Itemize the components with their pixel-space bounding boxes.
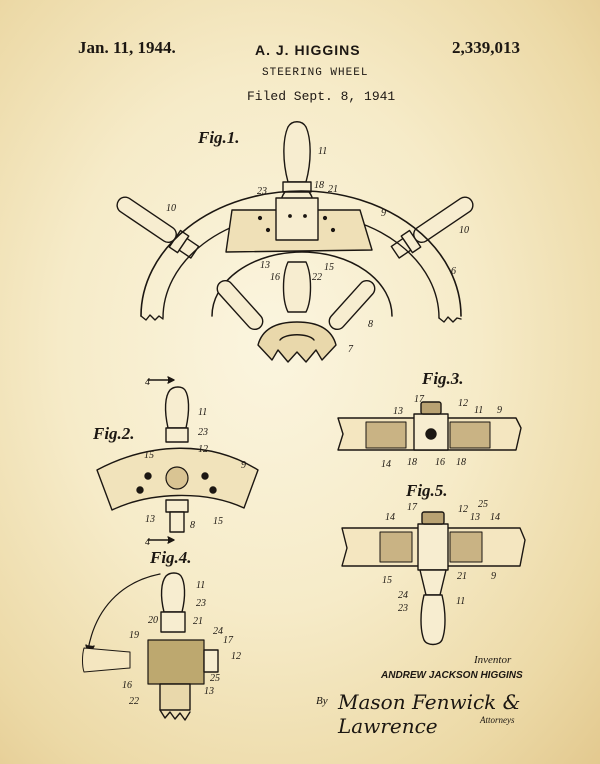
ref-fig5-11: 11	[456, 596, 465, 607]
ref-fig5-10: 23	[398, 603, 408, 614]
ref-fig2-4: 9	[241, 460, 246, 471]
ref-fig2-9: 4	[145, 537, 150, 548]
ref-fig1-8: 16	[270, 272, 280, 283]
ref-fig2-8: 8	[190, 520, 195, 531]
ref-fig5-1: 25	[478, 499, 488, 510]
ref-fig5-4: 14	[385, 512, 395, 523]
attorney-signature: Mason Fenwick & Lawrence	[338, 690, 521, 738]
patent-number: 2,339,013	[452, 38, 520, 57]
ref-fig3-5: 14	[381, 459, 391, 470]
ref-fig4-2: 20	[148, 615, 158, 626]
ref-fig1-9: 22	[312, 272, 322, 283]
fig4-section-drawing	[82, 572, 219, 721]
patent-title: STEERING WHEEL	[262, 67, 369, 79]
ref-fig1-3: 21	[328, 184, 338, 195]
inventor-name: ANDREW JACKSON HIGGINS	[381, 670, 523, 681]
ref-fig1-7: 13	[260, 260, 270, 271]
ref-fig2-0: 4	[145, 377, 150, 388]
ref-fig4-10: 22	[129, 696, 139, 707]
fig5-label: Fig.5.	[406, 481, 448, 500]
ref-fig2-1: 11	[198, 407, 207, 418]
ref-fig5-8: 9	[491, 571, 496, 582]
fig3-label: Fig.3.	[422, 369, 464, 388]
by-label: By	[316, 695, 328, 707]
ref-fig4-4: 24	[213, 626, 223, 637]
ref-fig4-3: 21	[193, 616, 203, 627]
inventor-label: Inventor	[474, 654, 512, 666]
ref-fig2-6: 13	[145, 514, 155, 525]
ref-fig1-5: 9	[381, 208, 386, 219]
ref-fig3-2: 12	[458, 398, 468, 409]
ref-fig4-6: 17	[223, 635, 234, 646]
ref-fig1-13: 7	[348, 344, 354, 355]
ref-fig5-6: 15	[382, 575, 392, 586]
ref-fig5-2: 12	[458, 504, 468, 515]
inventor-short-name: A. J. HIGGINS	[255, 42, 361, 58]
patent-date: Jan. 11, 1944.	[78, 38, 176, 57]
ref-fig4-11: 13	[204, 686, 214, 697]
ref-fig5-5: 14	[490, 512, 500, 523]
fig2-label: Fig.2.	[93, 424, 135, 443]
ref-fig5-0: 17	[407, 502, 418, 513]
ref-fig1-2: 18	[314, 180, 324, 191]
ref-fig4-8: 16	[122, 680, 132, 691]
ref-fig5-9: 24	[398, 590, 408, 601]
ref-fig2-7: 15	[213, 516, 223, 527]
fig3-section-drawing	[337, 401, 522, 451]
ref-fig3-6: 18	[407, 457, 417, 468]
ref-fig2-2: 23	[198, 427, 208, 438]
ref-fig3-8: 18	[456, 457, 466, 468]
filed-date: Filed Sept. 8, 1941	[247, 89, 396, 104]
ref-fig5-7: 21	[457, 571, 467, 582]
ref-fig4-9: 25	[210, 673, 220, 684]
ref-fig1-11: 6	[451, 266, 456, 277]
ref-fig1-12: 8	[368, 319, 373, 330]
ref-fig2-3: 12	[198, 444, 208, 455]
reference-numerals: 11 23 18 21 10 9 10 13 16 22 15 6 8 7 4 …	[122, 146, 502, 707]
ref-fig2-5: 15	[144, 450, 154, 461]
fig4-label: Fig.4.	[150, 548, 192, 567]
attorney-label: Attorneys	[480, 715, 515, 725]
ref-fig3-4: 9	[497, 405, 502, 416]
ref-fig1-1: 23	[257, 186, 267, 197]
ref-fig3-0: 13	[393, 406, 403, 417]
ref-fig1-6: 10	[459, 225, 469, 236]
ref-fig3-7: 16	[435, 457, 445, 468]
ref-fig5-3: 13	[470, 512, 480, 523]
fig1-label: Fig.1.	[198, 128, 240, 147]
fig5-section-drawing	[341, 511, 526, 646]
ref-fig3-3: 11	[474, 405, 483, 416]
ref-fig4-0: 11	[196, 580, 205, 591]
ref-fig1-0: 11	[318, 146, 327, 157]
fig2-section-drawing	[96, 376, 259, 544]
ref-fig1-4: 10	[166, 203, 176, 214]
ref-fig4-5: 19	[129, 630, 139, 641]
fig1-steering-wheel-drawing	[116, 121, 474, 363]
ref-fig4-1: 23	[196, 598, 206, 609]
ref-fig1-10: 15	[324, 262, 334, 273]
ref-fig3-1: 17	[414, 394, 425, 405]
ref-fig4-7: 12	[231, 651, 241, 662]
